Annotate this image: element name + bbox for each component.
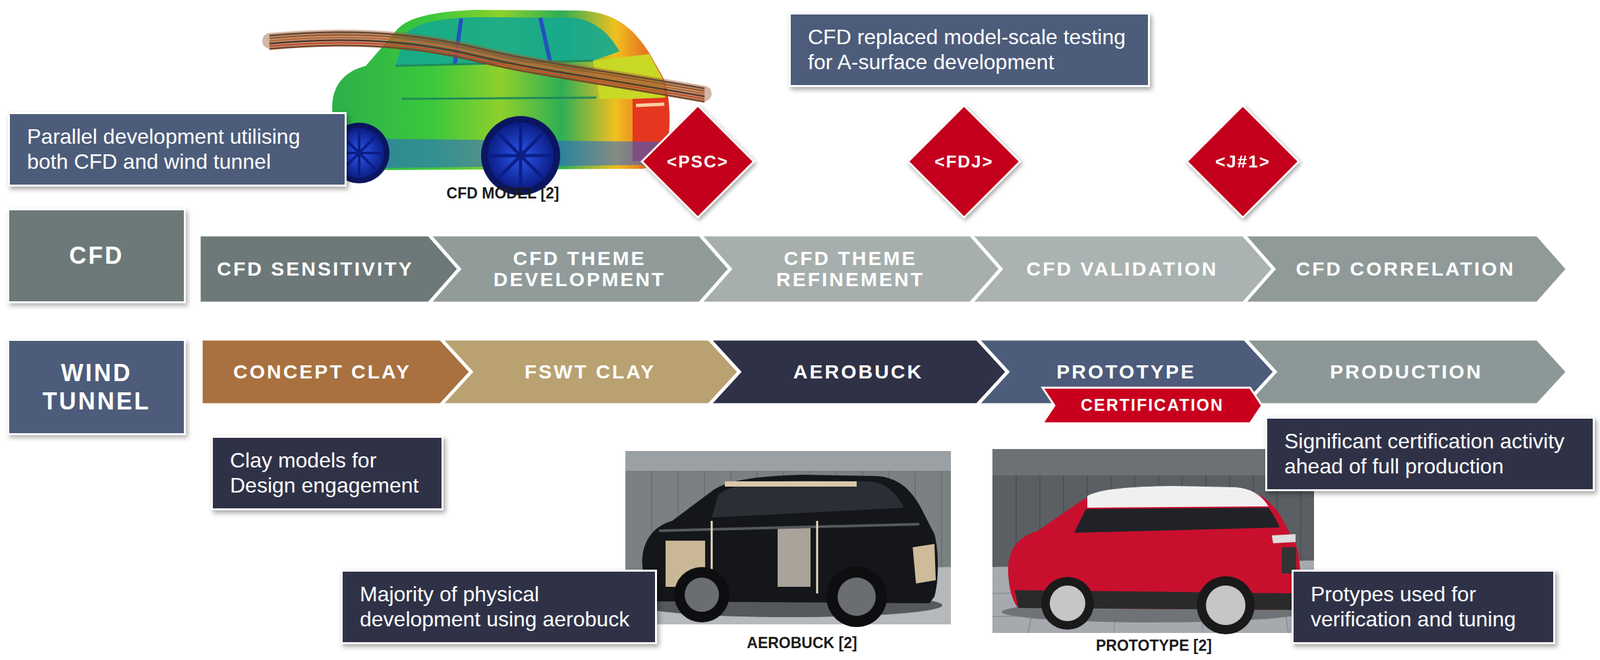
node-text: CFD CORRELATION bbox=[1243, 258, 1568, 280]
aerobuck-photo-part bbox=[625, 450, 951, 625]
node-text: CFD THEME DEVELOPMENT bbox=[428, 247, 731, 291]
node-text: CFD bbox=[18, 241, 175, 270]
callout-box: Clay models for Design engagement bbox=[210, 435, 444, 511]
chevron-shape bbox=[200, 338, 472, 405]
phase-chevron: PRODUCTION bbox=[1244, 338, 1568, 405]
illustration-part bbox=[270, 32, 704, 102]
node-text: <PSC> bbox=[656, 152, 741, 172]
row-header: CFD bbox=[7, 208, 186, 304]
node-text: CFD VALIDATION bbox=[970, 258, 1274, 280]
chevron-shape bbox=[199, 234, 460, 304]
node-text: Majority of physical development using a… bbox=[359, 581, 638, 632]
row-header: WIND TUNNEL bbox=[7, 338, 186, 435]
prototype-photo-part bbox=[1074, 507, 1280, 533]
chevron-shape bbox=[428, 234, 731, 304]
banner-shape bbox=[1042, 387, 1262, 424]
node-text: AEROBUCK bbox=[709, 361, 1008, 383]
node-text: PRODUCTION bbox=[1244, 361, 1568, 383]
chevron-shape bbox=[709, 338, 1008, 405]
node-text: <J#1> bbox=[1201, 152, 1286, 172]
aerobuck-photo-part bbox=[826, 566, 887, 627]
aerobuck-photo-part bbox=[674, 566, 730, 623]
prototype-photo-part bbox=[1041, 576, 1094, 630]
node-text: CFD THEME REFINEMENT bbox=[699, 247, 1001, 291]
diamond-shape bbox=[1186, 105, 1299, 218]
callout-box: Parallel development utilising both CFD … bbox=[7, 112, 347, 187]
node-text: WIND TUNNEL bbox=[18, 358, 175, 416]
callout-box: CFD replaced model-scale testing for A-s… bbox=[788, 12, 1150, 87]
phase-chevron: CFD VALIDATION bbox=[970, 234, 1274, 304]
chevron-shape bbox=[440, 338, 740, 405]
milestone-diamond: <J#1> bbox=[1184, 103, 1301, 220]
node-text: PROTOTYPE bbox=[977, 361, 1276, 383]
aerobuck-photo-part bbox=[625, 450, 951, 471]
prototype-photo-part bbox=[1087, 485, 1269, 508]
milestone-diamond: <PSC> bbox=[639, 103, 756, 220]
diamond-shape bbox=[641, 105, 754, 218]
cfd-car-model-part bbox=[487, 122, 554, 189]
prototype-photo-part bbox=[1049, 585, 1086, 621]
aerobuck-photo bbox=[625, 450, 951, 627]
phase-chevron: CFD THEME REFINEMENT bbox=[699, 234, 1001, 304]
node-text: CERTIFICATION bbox=[1042, 396, 1262, 415]
aerobuck-photo-part bbox=[711, 520, 818, 594]
aerobuck-photo-part bbox=[684, 577, 719, 612]
node-text: Protypes used for verification and tunin… bbox=[1310, 581, 1537, 632]
phase-chevron: CFD CORRELATION bbox=[1243, 234, 1568, 304]
aerobuck-photo-part bbox=[711, 480, 905, 518]
callout-box: Majority of physical development using a… bbox=[340, 569, 658, 644]
chevron-shape bbox=[970, 234, 1274, 304]
cfd-car-model-part bbox=[635, 104, 665, 106]
phase-chevron: CONCEPT CLAY bbox=[200, 338, 472, 405]
chevron-shape bbox=[699, 234, 1001, 304]
prototype-photo-part bbox=[1205, 585, 1246, 625]
phase-chevron: CFD THEME DEVELOPMENT bbox=[428, 234, 731, 304]
node-text: CFD replaced model-scale testing for A-s… bbox=[807, 24, 1131, 76]
phase-chevron: CFD SENSITIVITY bbox=[199, 234, 460, 304]
aerobuck-photo-part bbox=[724, 481, 857, 487]
callout-box: Protypes used for verification and tunin… bbox=[1291, 569, 1556, 644]
cfd-car-model-part bbox=[488, 123, 553, 188]
chevron-shape bbox=[1244, 338, 1568, 405]
node-text: Clay models for Design engagement bbox=[229, 447, 425, 499]
image-caption: CFD MODEL [2] bbox=[446, 184, 560, 203]
prototype-photo-part bbox=[1196, 575, 1255, 634]
diamond-shape bbox=[908, 105, 1021, 218]
node-text: Parallel development utilising both CFD … bbox=[27, 123, 328, 175]
certification-banner: CERTIFICATION bbox=[1042, 387, 1262, 424]
milestone-diamond: <FDJ> bbox=[906, 103, 1023, 220]
node-text: Significant certification activity ahead… bbox=[1284, 428, 1576, 480]
aerobuck-photo-part bbox=[777, 527, 811, 587]
illustration-part-part bbox=[270, 45, 704, 102]
phase-chevron: AEROBUCK bbox=[709, 338, 1008, 405]
node-text: CONCEPT CLAY bbox=[200, 361, 472, 383]
node-text: CFD SENSITIVITY bbox=[199, 258, 460, 280]
phase-chevron: FSWT CLAY bbox=[440, 338, 740, 405]
image-caption: PROTOTYPE [2] bbox=[1095, 636, 1212, 655]
aerobuck-photo-part bbox=[912, 543, 936, 584]
cfd-car-model-part bbox=[481, 115, 561, 196]
aerobuck-photo-part bbox=[658, 523, 920, 531]
callout-box: Significant certification activity ahead… bbox=[1265, 416, 1595, 491]
chevron-shape bbox=[1243, 234, 1568, 304]
prototype-photo-part bbox=[1271, 533, 1296, 543]
node-text: <FDJ> bbox=[922, 152, 1007, 172]
image-caption: AEROBUCK [2] bbox=[746, 633, 857, 652]
aerobuck-photo-part bbox=[837, 577, 876, 616]
node-text: FSWT CLAY bbox=[440, 361, 740, 383]
